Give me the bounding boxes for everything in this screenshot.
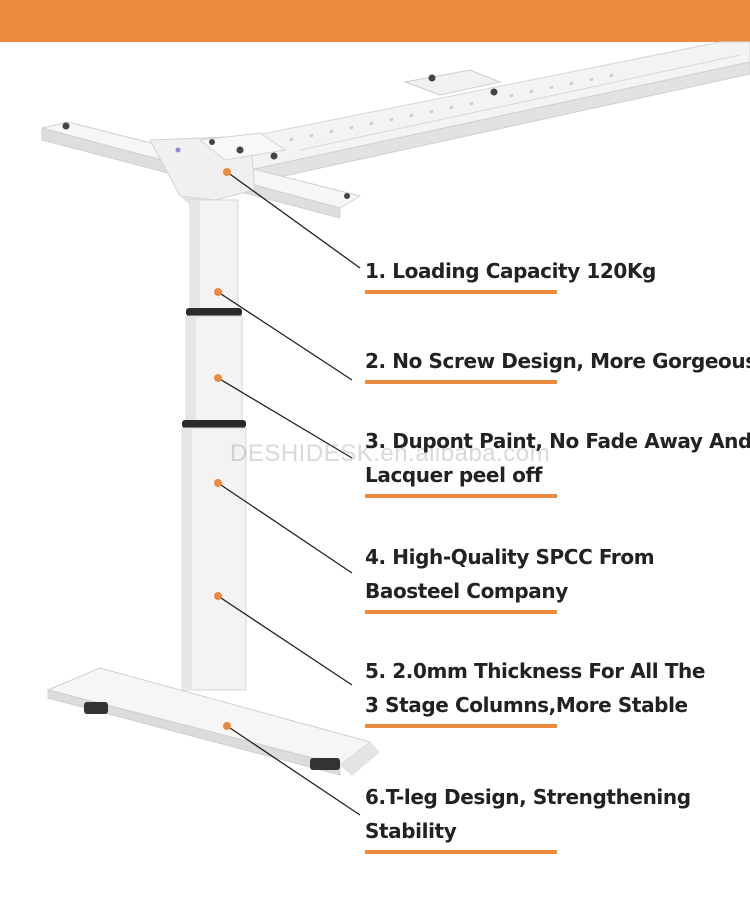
- watermark: DESHIDESK.en.alibaba.com: [230, 440, 551, 467]
- feature-t-leg: 6.T-leg Design, Strengthening Stability: [365, 780, 750, 854]
- feature-underline: [365, 494, 557, 498]
- feature-no-screw: 2. No Screw Design, More Gorgeous: [365, 344, 750, 384]
- feature-label: 1. Loading Capacity 120Kg: [365, 259, 656, 283]
- feature-label: Stability: [365, 819, 457, 843]
- feature-label: 3 Stage Columns,More Stable: [365, 693, 688, 717]
- feature-label: 5. 2.0mm Thickness For All The: [365, 659, 706, 683]
- feature-dupont-paint: 3. Dupont Paint, No Fade Away And Lacque…: [365, 424, 750, 498]
- feature-underline: [365, 850, 557, 854]
- feature-underline: [365, 380, 557, 384]
- callout-lines: [217, 171, 361, 816]
- feature-thickness: 5. 2.0mm Thickness For All The 3 Stage C…: [365, 654, 750, 728]
- t-leg-foot: [46, 667, 380, 776]
- feature-underline: [365, 724, 557, 728]
- feature-label: 4. High-Quality SPCC From: [365, 545, 655, 569]
- feature-label: Baosteel Company: [365, 579, 568, 603]
- cross-beam: [231, 41, 750, 183]
- top-banner: [0, 0, 750, 42]
- feature-underline: [365, 290, 557, 294]
- feature-spcc: 4. High-Quality SPCC From Baosteel Compa…: [365, 540, 750, 614]
- feature-label: Lacquer peel off: [365, 463, 543, 487]
- feature-label: 6.T-leg Design, Strengthening: [365, 785, 691, 809]
- feature-loading-capacity: 1. Loading Capacity 120Kg: [365, 254, 750, 294]
- lifting-column: [181, 199, 247, 691]
- feature-label: 3. Dupont Paint, No Fade Away And: [365, 429, 750, 453]
- feature-label: 2. No Screw Design, More Gorgeous: [365, 349, 750, 373]
- feature-underline: [365, 610, 557, 614]
- callout-dots: [214, 168, 231, 730]
